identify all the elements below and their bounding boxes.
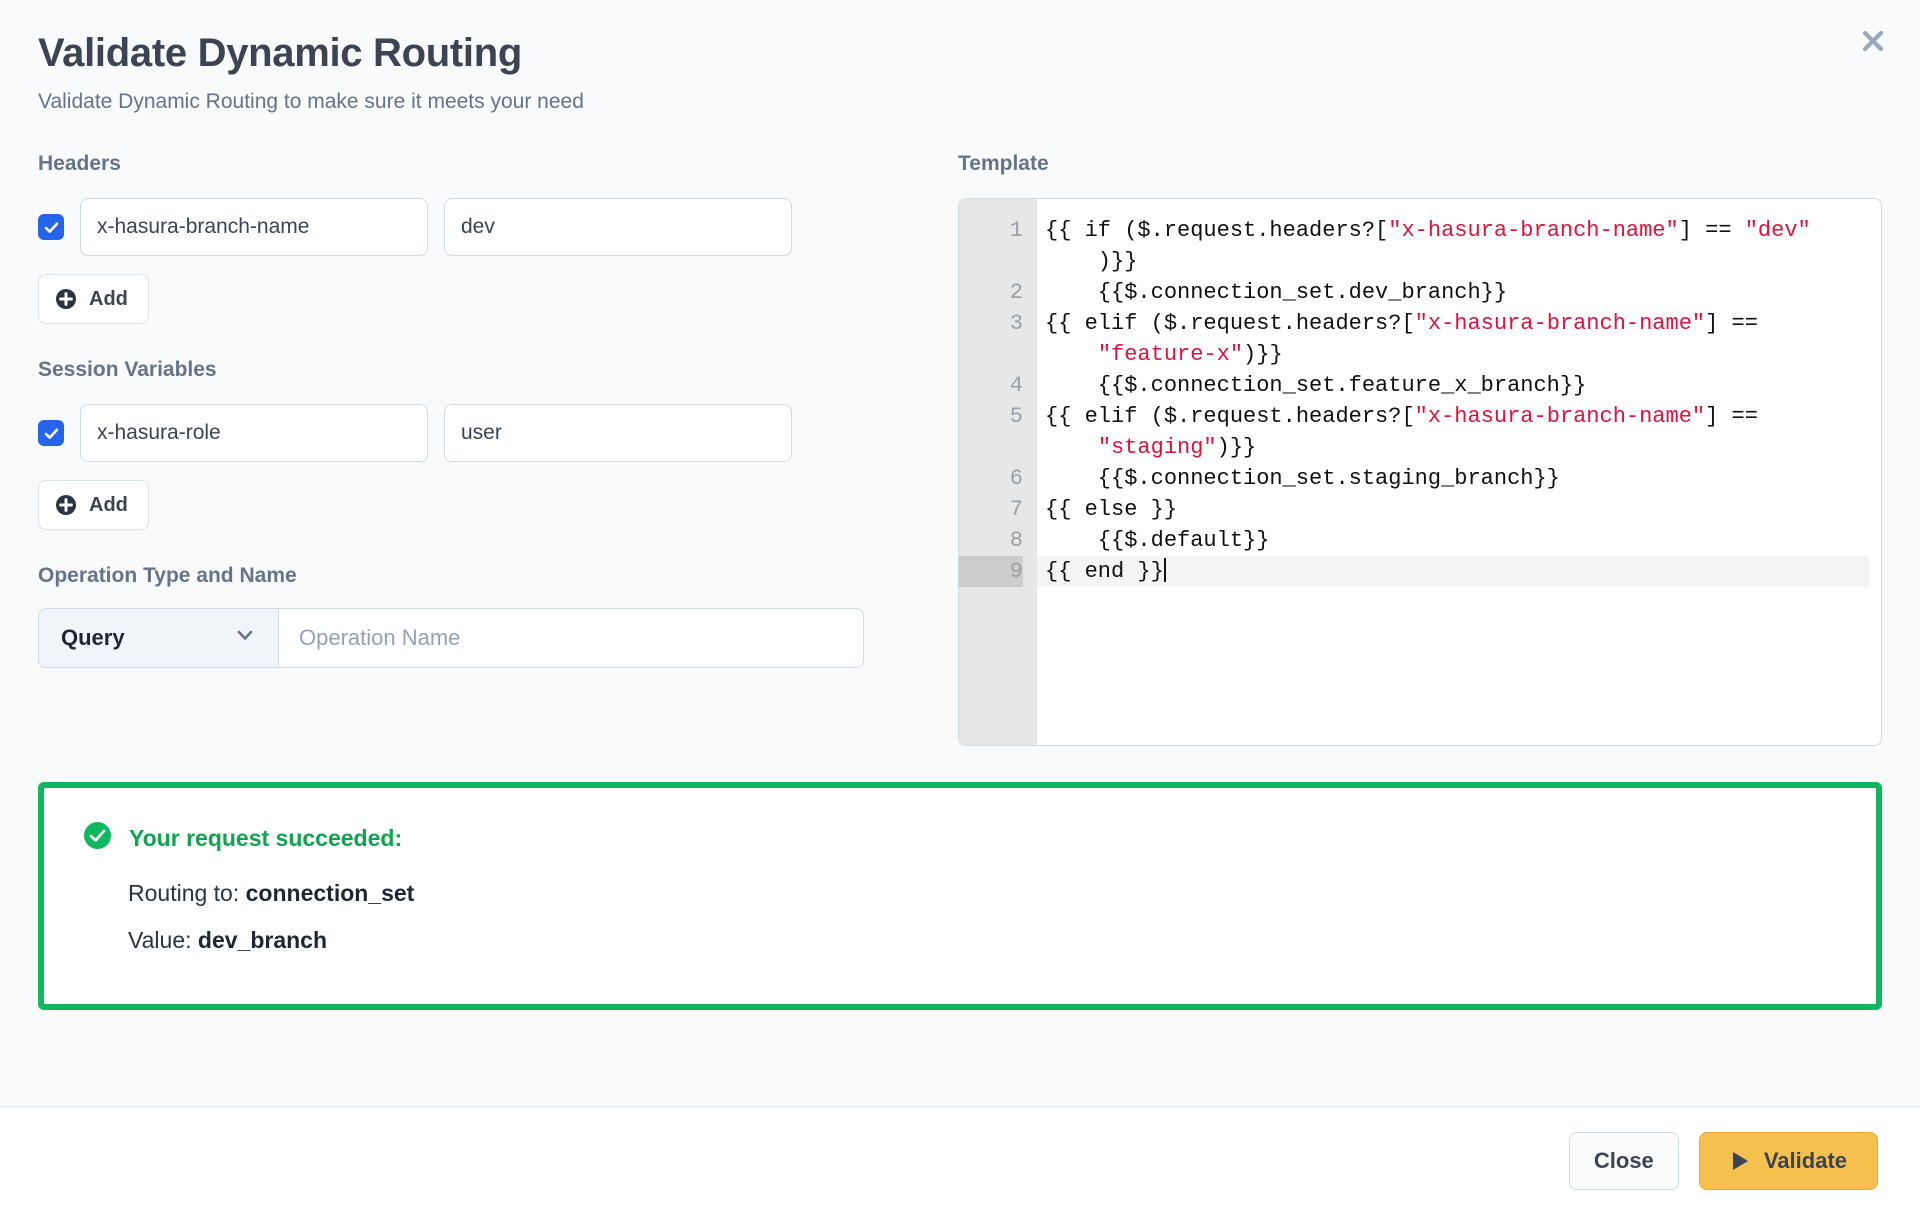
editor-line-number: 7	[1009, 497, 1023, 522]
header-value-input[interactable]	[444, 198, 792, 256]
modal-header: Validate Dynamic Routing Validate Dynami…	[0, 0, 1920, 114]
play-icon	[1730, 1150, 1750, 1172]
operation-type-and-name-group: Query	[38, 608, 864, 668]
editor-code-line: {{ elif ($.request.headers?["x-hasura-br…	[1045, 311, 1758, 367]
template-column: Template 1 2 3 4 5 6 7 8 9 {{ if ($.request.head…	[958, 152, 1882, 746]
editor-code-line: {{$.default}}	[1045, 528, 1270, 553]
validate-button[interactable]: Validate	[1698, 1131, 1878, 1190]
header-key-input[interactable]	[80, 198, 428, 256]
editor-code-line: {{ elif ($.request.headers?["x-hasura-br…	[1045, 404, 1758, 460]
page-title: Validate Dynamic Routing	[38, 31, 523, 75]
page-subtitle: Validate Dynamic Routing to make sure it…	[38, 90, 584, 113]
result-value-line: Value: dev_branch	[128, 927, 1836, 954]
result-routing-value: connection_set	[245, 880, 415, 906]
result-header: Your request succeeded:	[84, 822, 1836, 854]
form-column: Headers	[38, 152, 898, 746]
session-enabled-checkbox[interactable]	[38, 420, 64, 446]
editor-code-content[interactable]: {{ if ($.request.headers?["x-hasura-bran…	[1037, 199, 1881, 745]
editor-line-number: 8	[1009, 528, 1023, 553]
add-session-variable-label: Add	[89, 493, 128, 516]
editor-line-number: 1	[1009, 218, 1023, 243]
plus-circle-icon	[55, 288, 77, 310]
editor-line-number: 4	[1009, 373, 1023, 398]
editor-line-number: 3	[1009, 311, 1023, 336]
add-header-label: Add	[89, 287, 128, 310]
close-dialog-button[interactable]: Close	[1568, 1131, 1679, 1190]
session-key-input[interactable]	[80, 404, 428, 462]
editor-line-number: 9	[959, 556, 1023, 587]
result-routing-label: Routing to:	[128, 880, 240, 906]
operation-type-value: Query	[61, 625, 125, 650]
validation-result-panel: Your request succeeded: Routing to: conn…	[38, 782, 1882, 1010]
close-button[interactable]	[1846, 14, 1900, 68]
editor-code-line: {{ else }}	[1045, 497, 1178, 522]
result-title: Your request succeeded:	[129, 824, 403, 851]
template-section-label: Template	[958, 152, 1049, 175]
check-icon	[43, 219, 60, 236]
check-circle-icon	[84, 822, 111, 854]
result-routing-line: Routing to: connection_set	[128, 880, 1836, 907]
close-icon	[1860, 28, 1886, 54]
operation-type-select[interactable]: Query	[39, 609, 279, 667]
editor-line-number: 5	[1009, 404, 1023, 429]
modal-footer: Close Validate	[0, 1106, 1920, 1214]
editor-code-line: {{$.connection_set.staging_branch}}	[1045, 466, 1560, 491]
session-value-input[interactable]	[444, 404, 792, 462]
plus-circle-icon	[55, 494, 77, 516]
operation-name-input[interactable]	[279, 609, 863, 667]
editor-code-line: {{ if ($.request.headers?["x-hasura-bran…	[1045, 218, 1811, 274]
chevron-down-icon	[234, 624, 256, 652]
headers-section-label: Headers	[38, 152, 121, 175]
operation-section-label: Operation Type and Name	[38, 564, 297, 587]
editor-line-number: 6	[1009, 466, 1023, 491]
session-variable-row	[38, 404, 898, 462]
template-code-editor[interactable]: 1 2 3 4 5 6 7 8 9 {{ if ($.request.headers?["x-h…	[958, 198, 1882, 746]
editor-code-line: {{$.connection_set.dev_branch}}	[1045, 280, 1508, 305]
check-icon	[43, 425, 60, 442]
modal-body: Headers	[0, 114, 1920, 1106]
text-cursor	[1163, 558, 1166, 582]
add-session-variable-button[interactable]: Add	[38, 480, 149, 530]
editor-line-numbers: 1 2 3 4 5 6 7 8 9	[959, 199, 1037, 745]
add-header-button[interactable]: Add	[38, 274, 149, 324]
editor-code-line: {{ end }}	[1037, 556, 1869, 587]
result-value-label: Value:	[128, 927, 192, 953]
header-row	[38, 198, 898, 256]
header-enabled-checkbox[interactable]	[38, 214, 64, 240]
editor-code-line: {{$.connection_set.feature_x_branch}}	[1045, 373, 1587, 398]
session-section-label: Session Variables	[38, 358, 217, 381]
validate-label: Validate	[1763, 1147, 1847, 1173]
editor-line-number: 2	[1009, 280, 1023, 305]
result-value-value: dev_branch	[197, 927, 328, 953]
